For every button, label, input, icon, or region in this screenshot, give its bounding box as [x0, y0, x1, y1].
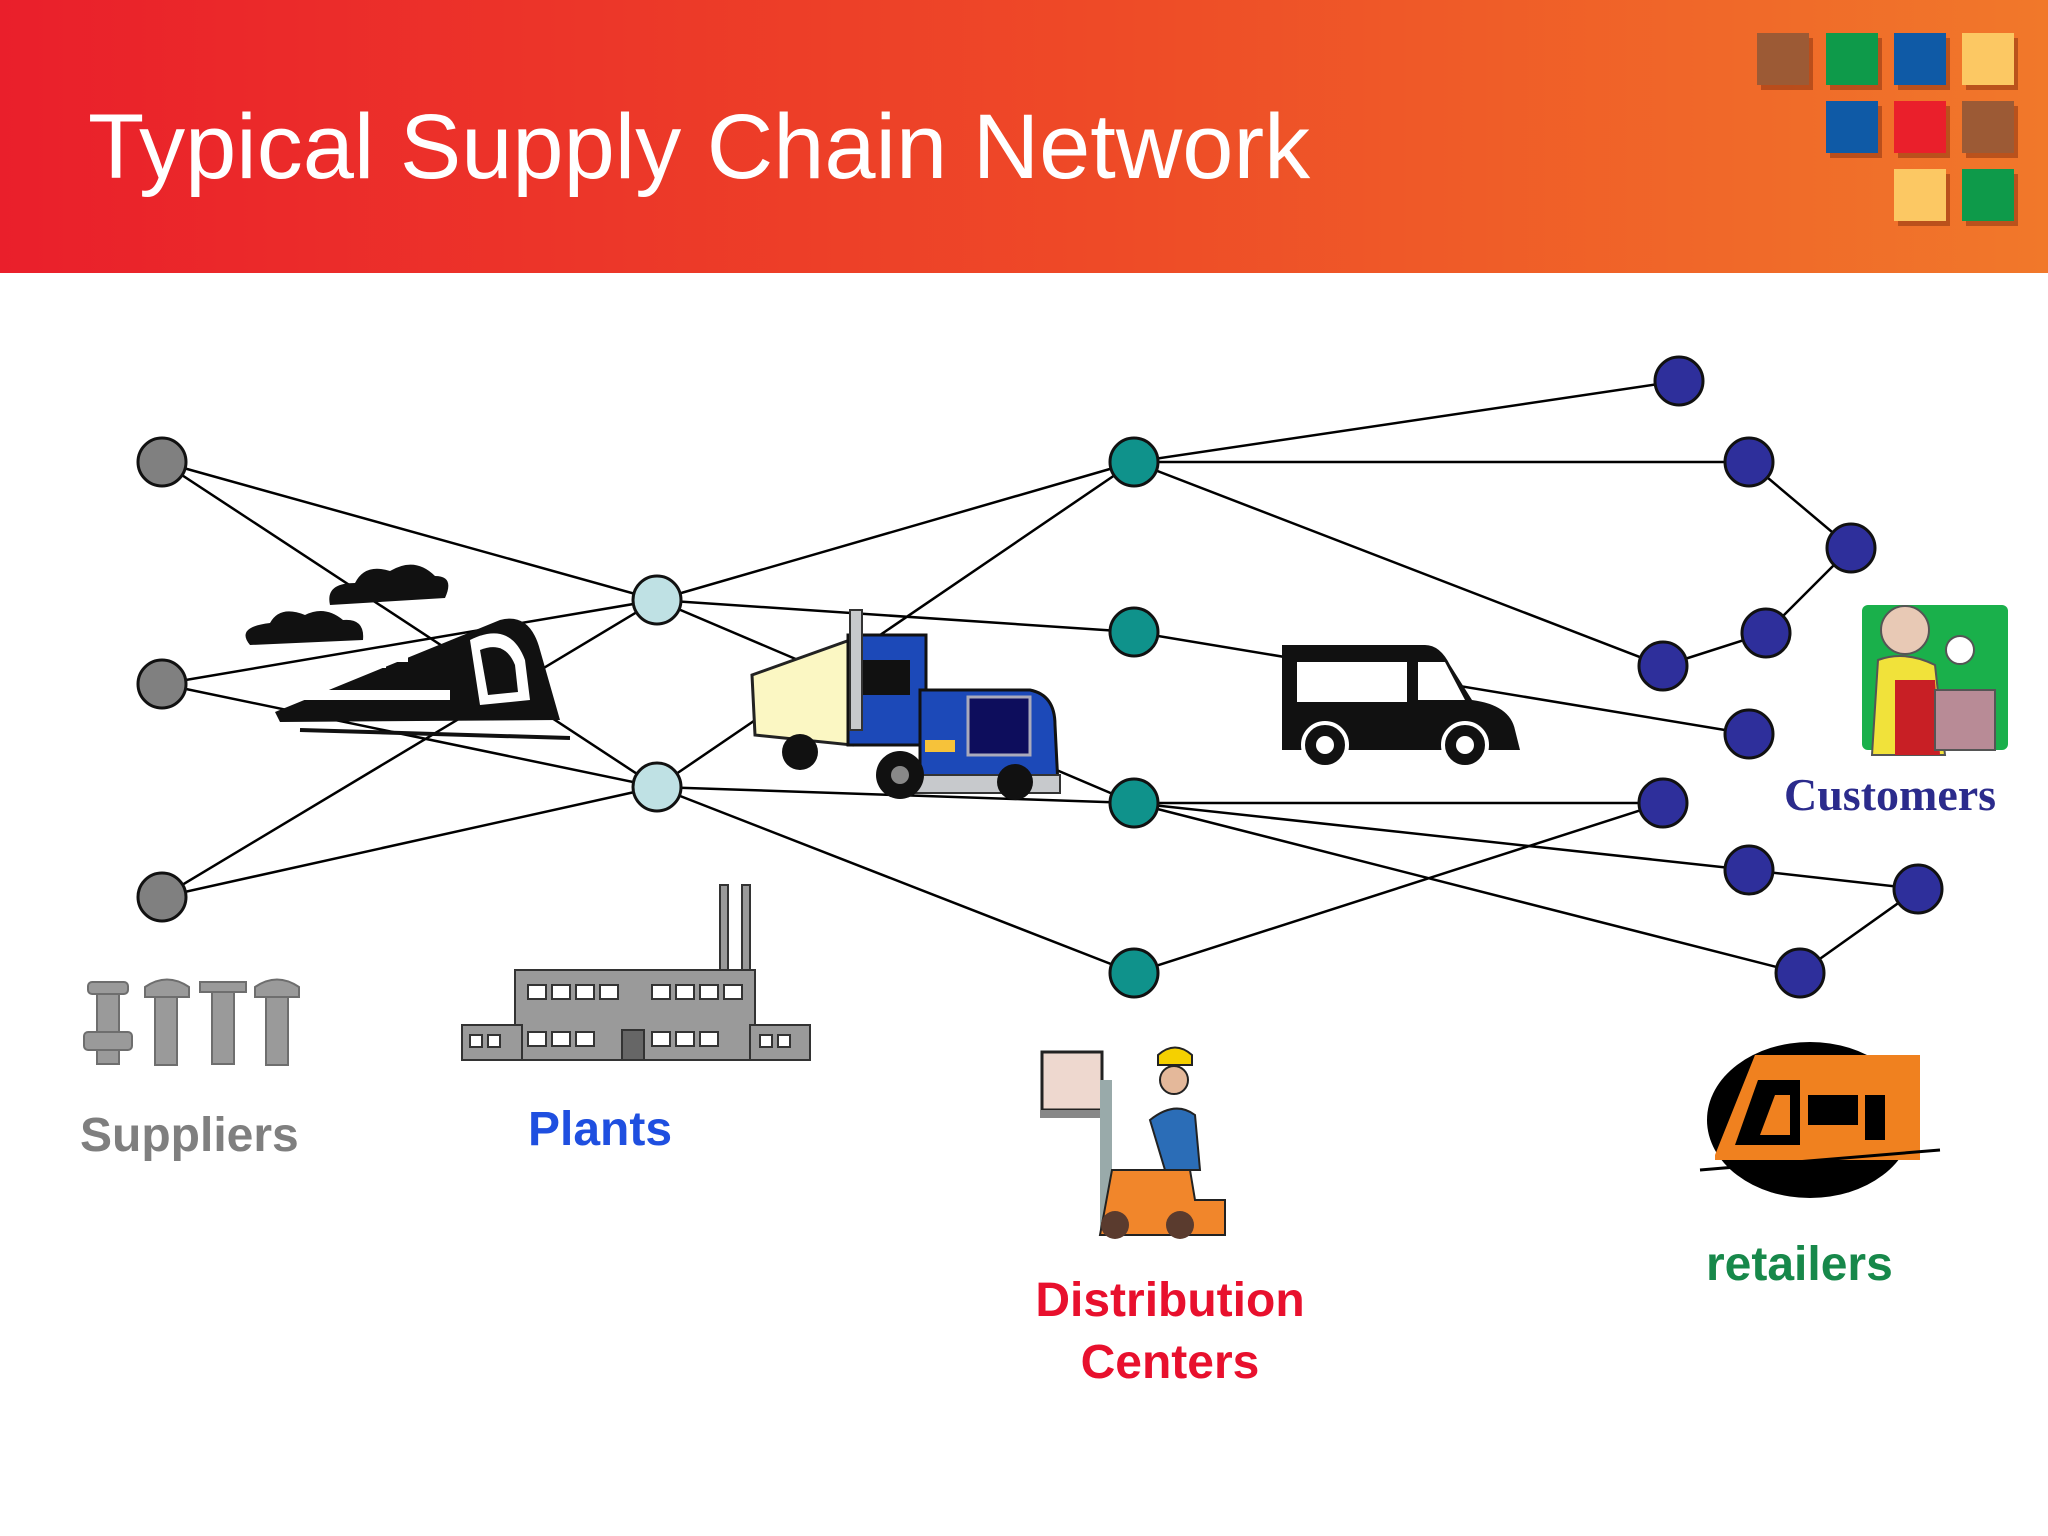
network-edge — [656, 785, 1135, 975]
shopper-icon — [1862, 605, 2008, 756]
slide-title: Typical Supply Chain Network — [88, 96, 1311, 198]
storefront-icon — [1699, 1042, 1941, 1198]
retailers-label: retailers — [1706, 1238, 1893, 1291]
network-edge — [161, 598, 658, 899]
bolts-icon — [83, 978, 300, 1066]
plant-node — [631, 761, 683, 813]
retailer-node — [1637, 777, 1689, 829]
logo-tile — [1757, 33, 1809, 85]
logo-tile — [1894, 101, 1946, 153]
retailer-node — [1723, 436, 1775, 488]
network-edge — [161, 598, 658, 686]
logo-tile — [1826, 101, 1878, 153]
network-edge — [161, 460, 658, 602]
network-edges — [161, 379, 1919, 975]
logo-tile — [1962, 101, 2014, 153]
dc-node — [1108, 947, 1160, 999]
dc-node — [1108, 777, 1160, 829]
distribution-centers-label-line-1: Distribution — [1035, 1274, 1305, 1327]
network-nodes — [136, 355, 1944, 999]
dc-node — [1108, 606, 1160, 658]
logo-tile — [1962, 169, 2014, 221]
train-icon — [245, 564, 571, 740]
truck-icon — [750, 609, 1061, 800]
retailer-node — [1825, 522, 1877, 574]
van-icon — [1282, 645, 1520, 769]
factory-icon — [461, 884, 811, 1061]
supplier-node — [136, 436, 188, 488]
network-edge — [161, 682, 658, 789]
network-edge — [161, 785, 658, 899]
distribution-centers-label-line-2: Centers — [1080, 1336, 1260, 1389]
network-edge — [656, 460, 1135, 602]
plants-label: Plants — [528, 1103, 673, 1156]
retailer-node — [1723, 708, 1775, 760]
forklift-worker-icon — [1040, 1046, 1226, 1239]
supplier-node — [136, 658, 188, 710]
retailer-node — [1723, 844, 1775, 896]
network-edge — [1133, 801, 1801, 975]
logo-tile — [1894, 33, 1946, 85]
logo-tile — [1826, 33, 1878, 85]
network-edge — [1133, 801, 1664, 975]
suppliers-label: Suppliers — [80, 1109, 299, 1162]
retailer-node — [1892, 863, 1944, 915]
network-edge — [1133, 801, 1750, 872]
network-edge — [1133, 460, 1664, 668]
logo-tiles — [0, 0, 2048, 273]
distribution-centers-label: Distribution Centers — [1000, 1270, 1340, 1394]
retailer-node — [1637, 640, 1689, 692]
supplier-node — [136, 871, 188, 923]
title-banner: Typical Supply Chain Network — [0, 0, 2048, 273]
network-edge — [656, 598, 1135, 634]
network-edge — [161, 460, 658, 789]
retailer-node — [1774, 947, 1826, 999]
network-edge — [1748, 868, 1919, 891]
plant-node — [631, 574, 683, 626]
logo-tile — [1894, 169, 1946, 221]
dc-node — [1108, 436, 1160, 488]
retailer-node — [1740, 607, 1792, 659]
network-edge — [1133, 379, 1680, 464]
retailer-node — [1653, 355, 1705, 407]
customers-label: Customers — [1784, 769, 1997, 820]
network-edge — [656, 460, 1135, 789]
logo-tile — [1962, 33, 2014, 85]
